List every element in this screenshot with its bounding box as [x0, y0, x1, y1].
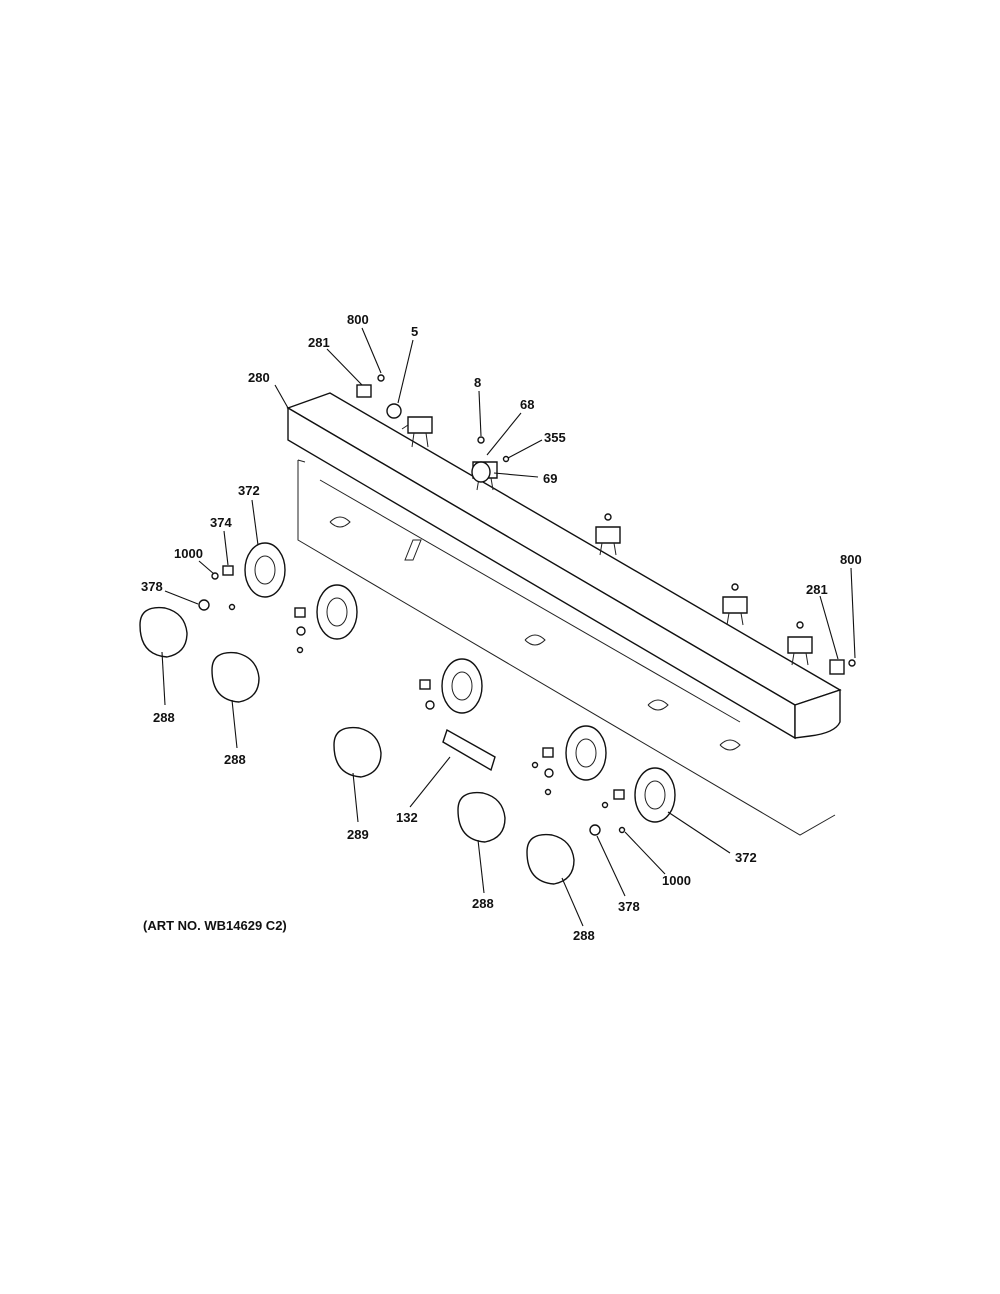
art-number-caption: (ART NO. WB14629 C2) — [143, 918, 287, 933]
label-372-left: 372 — [238, 483, 260, 498]
label-1000-left: 1000 — [174, 546, 203, 561]
label-1000-right: 1000 — [662, 873, 691, 888]
valve-brackets — [356, 374, 856, 675]
label-288-b: 288 — [224, 752, 246, 767]
control-panel — [286, 392, 842, 836]
label-372-right: 372 — [735, 850, 757, 865]
part-labels: 800 281 5 280 8 68 355 69 372 374 1000 3… — [141, 312, 862, 943]
label-288-c: 288 — [472, 896, 494, 911]
panel-markings — [329, 516, 741, 751]
label-281-right: 281 — [806, 582, 828, 597]
label-378-right: 378 — [618, 899, 640, 914]
label-280: 280 — [248, 370, 270, 385]
leader-lines — [161, 327, 856, 927]
label-289: 289 — [347, 827, 369, 842]
label-355: 355 — [544, 430, 566, 445]
label-281-top: 281 — [308, 335, 330, 350]
label-800-top: 800 — [347, 312, 369, 327]
knobs — [139, 606, 575, 885]
label-5: 5 — [411, 324, 418, 339]
label-800-right: 800 — [840, 552, 862, 567]
knob-bezels — [244, 542, 676, 823]
label-69: 69 — [543, 471, 557, 486]
label-378-left: 378 — [141, 579, 163, 594]
label-374: 374 — [210, 515, 232, 530]
hardware — [198, 565, 626, 836]
label-288-d: 288 — [573, 928, 595, 943]
label-8: 8 — [474, 375, 481, 390]
label-288-a: 288 — [153, 710, 175, 725]
label-68: 68 — [520, 397, 534, 412]
nameplate — [442, 728, 496, 772]
label-132: 132 — [396, 810, 418, 825]
